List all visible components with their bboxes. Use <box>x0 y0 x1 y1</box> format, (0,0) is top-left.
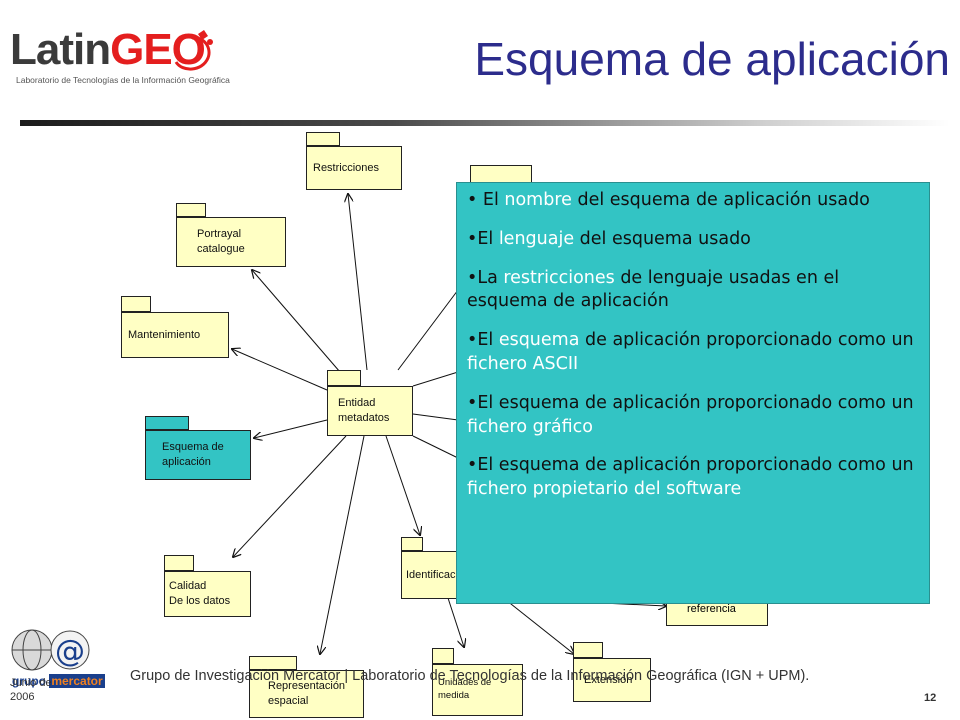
package-label: Calidad De los datos <box>164 571 251 617</box>
footer-credits: Grupo de Investigación Mercator | Labora… <box>130 668 810 684</box>
bullet-text: •El esquema de aplicación proporcionado … <box>467 392 914 413</box>
bullet-text: •El esquema de aplicación proporcionado … <box>467 455 914 476</box>
connector-lower-right <box>412 435 459 459</box>
footer-date: Junio de 2006 <box>10 677 52 704</box>
callout-bullet: •El lenguaje del esquema usado <box>467 228 921 252</box>
package-label: Restricciones <box>306 146 402 190</box>
bullet-text: del esquema usado <box>574 228 751 249</box>
svg-text:@: @ <box>55 634 85 669</box>
callout-bullet: •El esquema de aplicación proporcionado … <box>467 392 921 440</box>
connector-upper-right <box>397 289 459 371</box>
bullet-text: • El <box>467 190 505 210</box>
package-unidades-medida: Unidades de medida <box>432 648 523 716</box>
package-label: Esquema de aplicación <box>145 430 251 480</box>
callout-bullet: • El nombre del esquema de aplicación us… <box>467 189 921 213</box>
package-label: Extensión <box>573 658 651 702</box>
package-restricciones: Restricciones <box>306 132 402 190</box>
highlighted-term: lenguaje <box>498 228 575 249</box>
callout-list: • El nombre del esquema de aplicación us… <box>467 189 921 502</box>
page-number: 12 <box>924 692 937 704</box>
logo-subtitle: Laboratorio de Tecnologías de la Informa… <box>16 75 230 85</box>
connector-right-lower <box>412 413 459 421</box>
logo-wordmark: LatinGEO <box>10 25 206 74</box>
bullet-text: del esquema de aplicación usado <box>571 190 870 210</box>
highlighted-term: esquema <box>498 330 580 351</box>
callout-bullet: •El esquema de aplicación proporcionado … <box>467 329 921 377</box>
bullet-text: de aplicación proporcionado como un <box>579 330 914 351</box>
package-calidad: Calidad De los datos <box>164 555 251 617</box>
arrow-to-esquema <box>254 419 328 438</box>
arrow-to-identificacion <box>385 435 420 535</box>
callout-bullet: •La restricciones de lenguaje usadas en … <box>467 267 921 315</box>
highlighted-term: fichero propietario del software <box>467 479 742 500</box>
highlighted-term: fichero ASCII <box>467 353 579 374</box>
connector-right <box>412 371 459 387</box>
bullet-text: •El <box>467 330 499 351</box>
package-esquema-aplicacion: Esquema de aplicación <box>145 416 251 480</box>
latingeo-logo: LatinGEO Laboratorio de Tecnologías de l… <box>10 25 230 92</box>
package-mantenimiento: Mantenimiento <box>121 296 229 358</box>
arrow-to-portrayal <box>252 270 341 373</box>
title-divider <box>20 120 950 126</box>
arrow-to-mantenimiento <box>232 349 328 391</box>
package-label: Unidades de medida <box>432 664 523 716</box>
package-portrayal: Portrayal catalogue <box>176 203 286 267</box>
package-label: Representación espacial <box>249 670 364 718</box>
highlighted-term: restricciones <box>503 267 615 288</box>
package-hidden-tab <box>470 165 532 183</box>
arrow-to-restricciones <box>348 194 368 371</box>
bullet-text: •La <box>467 267 504 288</box>
mercator-globe-icon: @ <box>11 629 90 671</box>
bullet-text: de lenguaje usadas en el esquema de apli… <box>467 267 840 312</box>
arrow-to-extension <box>505 599 574 654</box>
package-representacion-espacial: Representación espacial <box>249 656 364 718</box>
arrow-to-representacion <box>320 435 365 654</box>
globe-swirl-icon <box>174 30 213 71</box>
highlighted-term: nombre <box>504 190 572 210</box>
package-label: Portrayal catalogue <box>176 217 286 267</box>
package-label: Mantenimiento <box>121 312 229 358</box>
arrow-to-unidades <box>447 597 464 647</box>
package-extension: Extensión <box>573 642 651 702</box>
package-entidad-metadatos: Entidad metadatos <box>327 370 413 436</box>
grupo-mercator-logo: @ grupo mercator <box>8 624 105 690</box>
package-label: Entidad metadatos <box>327 386 413 436</box>
mercator-logo-text: grupo mercator <box>12 674 105 688</box>
bullet-text: •El <box>467 228 499 249</box>
callout-bullet: •El esquema de aplicación proporcionado … <box>467 454 921 502</box>
highlighted-term: fichero gráfico <box>467 416 593 437</box>
arrow-to-calidad <box>233 435 347 557</box>
callout-box: • El nombre del esquema de aplicación us… <box>456 182 930 604</box>
page-title: Esquema de aplicación <box>474 33 950 85</box>
